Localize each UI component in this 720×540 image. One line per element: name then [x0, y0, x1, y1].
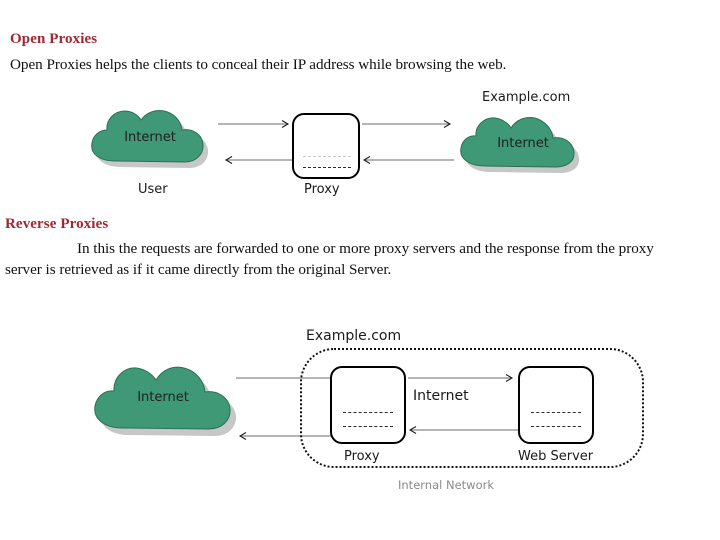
- label-example-com-zone: Example.com: [306, 328, 402, 344]
- box-web-server: [518, 366, 594, 444]
- section-paragraph-open-proxies: Open Proxies helps the clients to concea…: [10, 56, 507, 73]
- label-proxy-reverse: Proxy: [344, 449, 380, 464]
- label-web-server: Web Server: [518, 449, 594, 464]
- arrows-proxy-webserver: [408, 374, 518, 434]
- section-heading-reverse-proxies: Reverse Proxies: [5, 216, 109, 232]
- cloud-client-internet: Internet: [86, 358, 252, 450]
- arrows-proxy-example: [362, 120, 454, 164]
- section-paragraph-reverse-proxies: In this the requests are forwarded to on…: [5, 240, 654, 278]
- cloud-user-internet: Internet: [84, 102, 224, 178]
- zone-internal-network: [300, 348, 644, 468]
- diagram-reverse-proxy: Internet Example.com Proxy Internet Web …: [0, 310, 720, 540]
- diagram-open-proxy: Internet User Proxy Example.com Internet: [0, 0, 720, 210]
- arrows-user-proxy: [218, 120, 296, 164]
- label-proxy: Proxy: [304, 182, 340, 197]
- label-internet-link: Internet: [413, 388, 469, 404]
- section-heading-open-proxies: Open Proxies: [10, 31, 98, 47]
- label-example-com-top: Example.com: [482, 90, 571, 105]
- box-proxy-reverse: [330, 366, 406, 444]
- proxy-detail-line-1: [303, 156, 351, 157]
- label-internal-network: Internal Network: [398, 478, 494, 492]
- box-proxy: [292, 113, 360, 179]
- proxy-reverse-detail-line-1: [343, 412, 393, 413]
- proxy-reverse-detail-line-2: [343, 426, 393, 427]
- web-server-detail-line-1: [531, 412, 581, 413]
- web-server-detail-line-2: [531, 426, 581, 427]
- cloud-example-internet: Internet: [452, 110, 594, 182]
- proxy-detail-line-2: [303, 167, 351, 168]
- label-user: User: [138, 182, 168, 197]
